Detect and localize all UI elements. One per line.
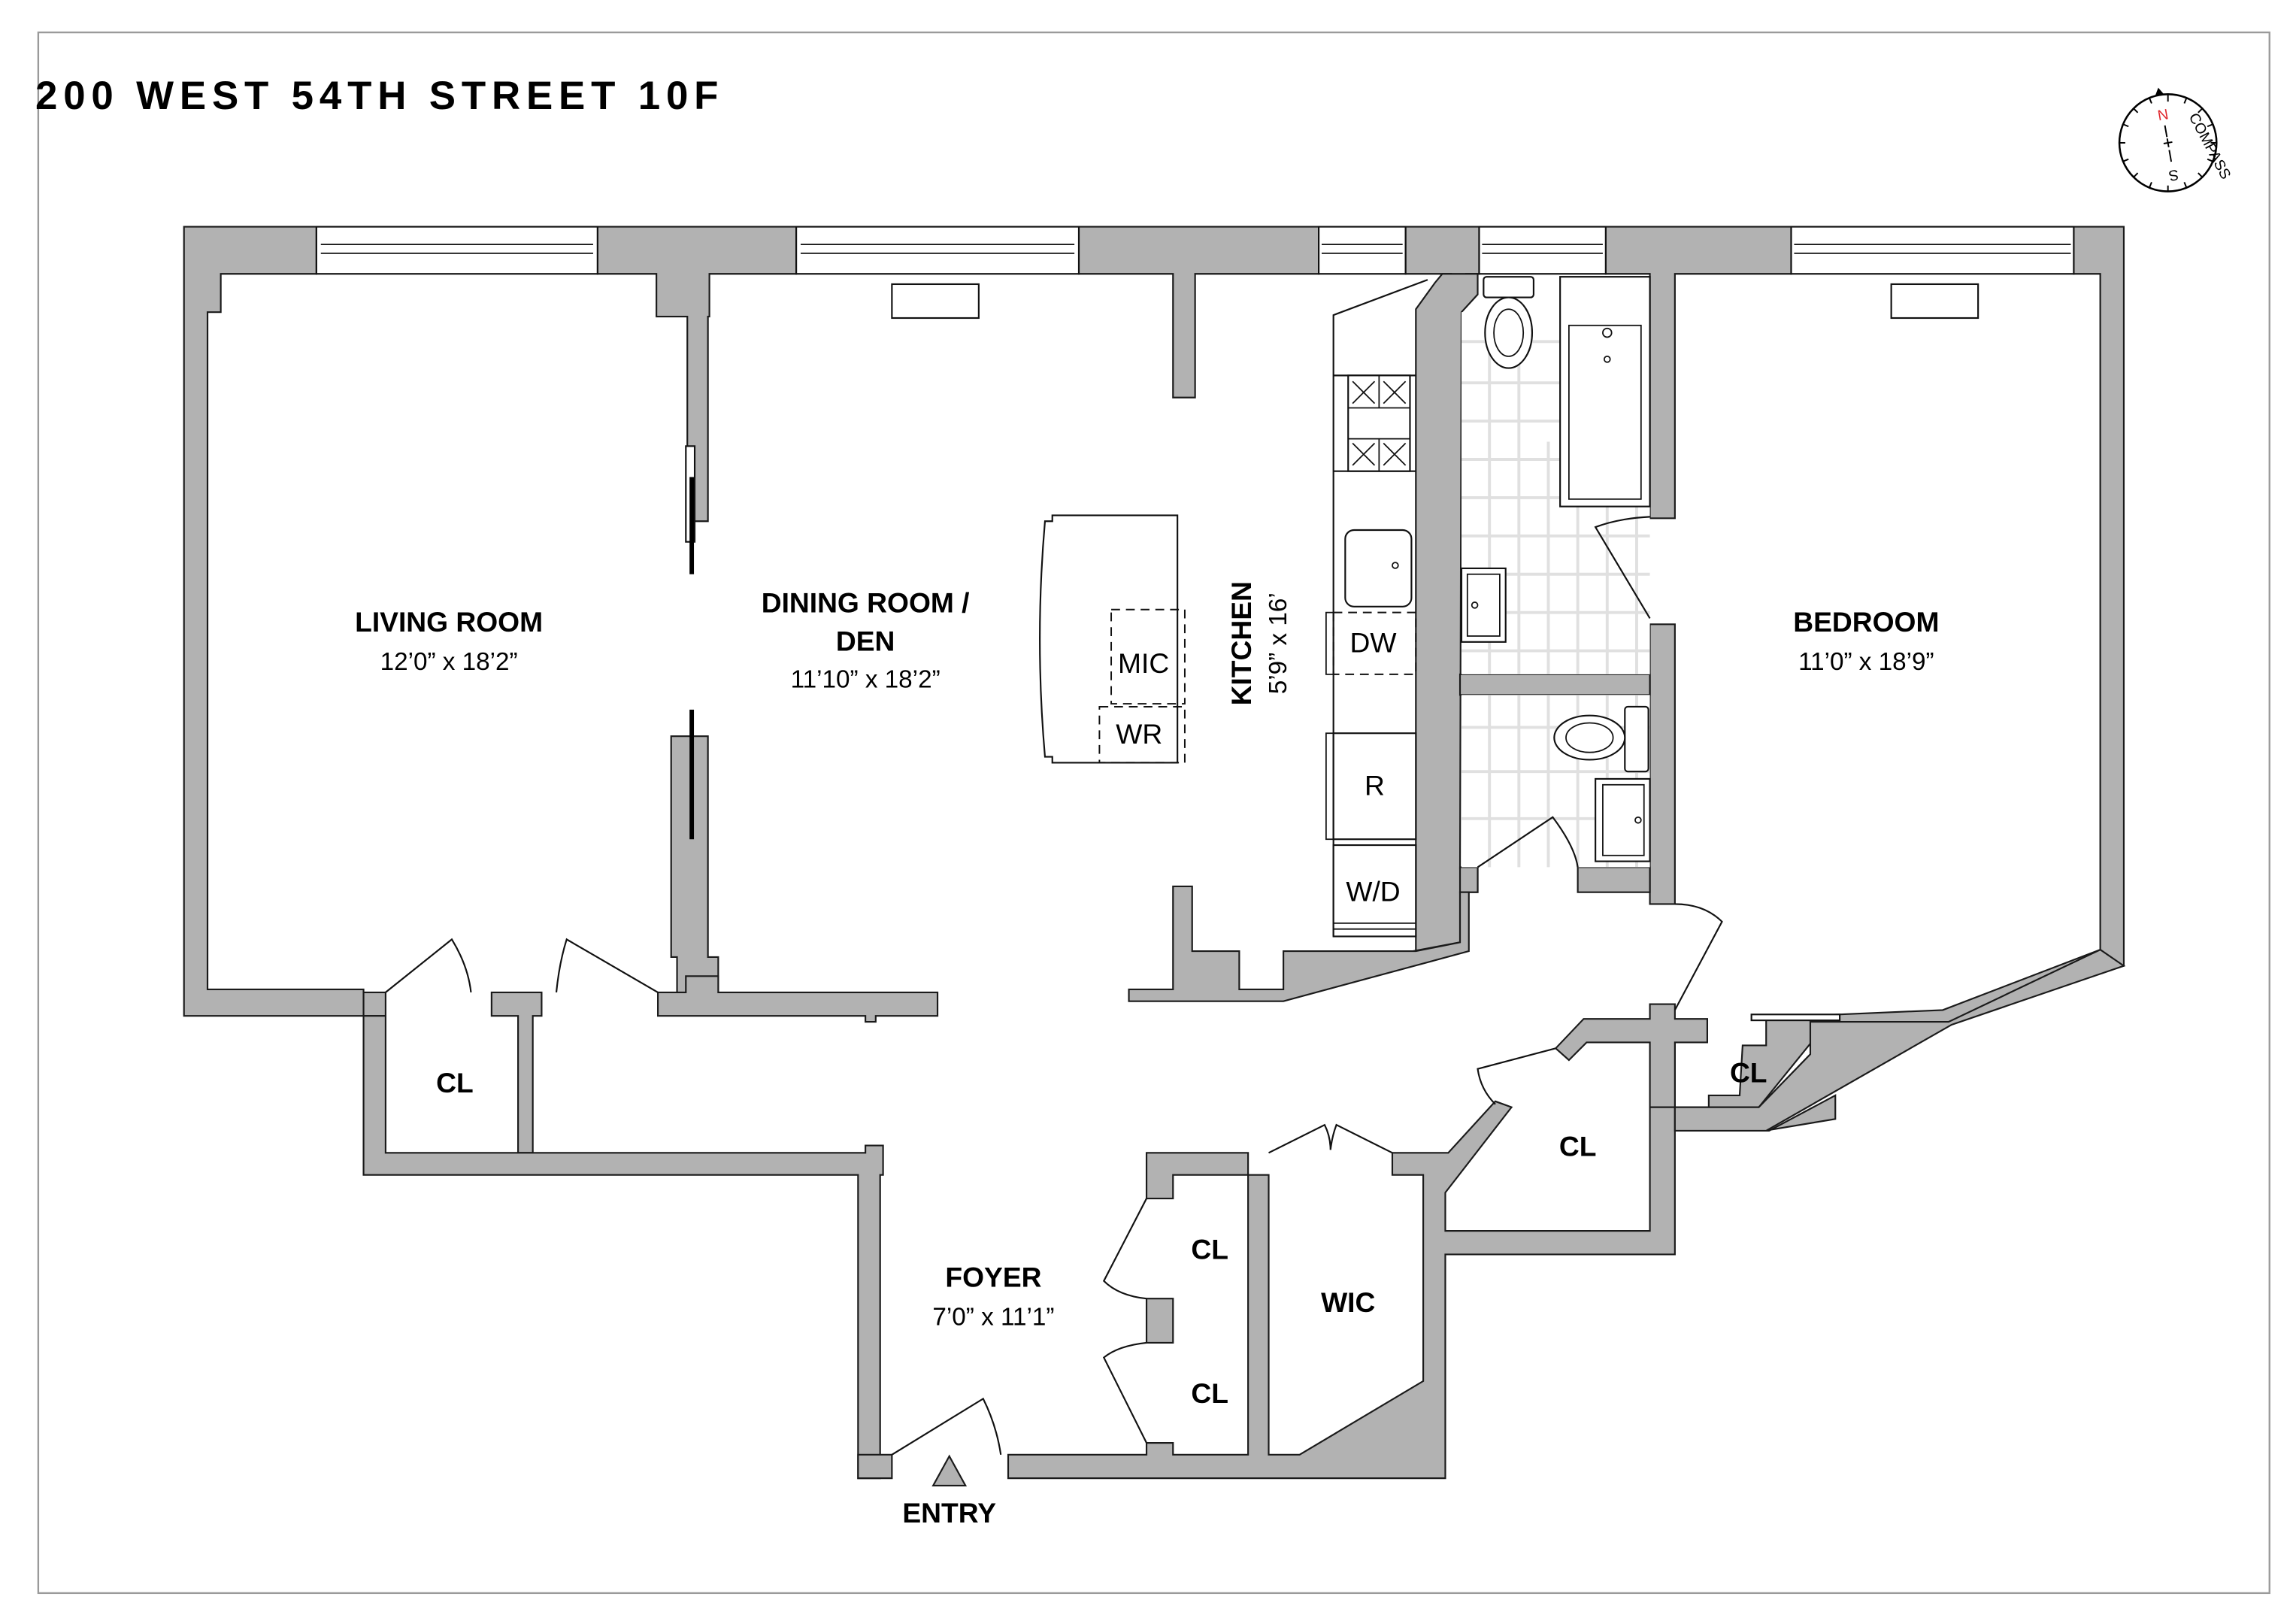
dining-room-name-1: DINING ROOM / — [762, 587, 970, 619]
bathtub-icon — [1559, 276, 1651, 508]
bedroom-name: BEDROOM — [1793, 606, 1939, 638]
washer-dryer — [1332, 844, 1417, 938]
closet-label: CL — [1559, 1130, 1597, 1162]
bath-door-swing — [1594, 516, 1651, 620]
radiator — [891, 283, 980, 320]
microwave-label: MIC — [1118, 647, 1169, 679]
closet-label: CL — [1191, 1233, 1228, 1265]
sink-icon — [1460, 567, 1507, 643]
bath-door-swing — [1477, 816, 1579, 868]
sink-icon — [1595, 777, 1651, 862]
kitchen-island: MIC WR — [1039, 514, 1186, 764]
kitchen-sink-icon — [1344, 529, 1413, 607]
closet-label: CL — [436, 1067, 474, 1098]
walls — [183, 226, 2126, 1480]
walk-in-closet-label: WIC — [1321, 1286, 1375, 1318]
toilet-icon — [1553, 705, 1649, 773]
closet-label: CL — [1191, 1377, 1228, 1409]
stove-icon — [1347, 374, 1411, 472]
living-room-name: LIVING ROOM — [355, 606, 543, 638]
wine-refrigerator-label: WR — [1116, 718, 1162, 750]
property-title: 200 WEST 54TH STREET 10F — [35, 74, 724, 118]
dining-room-name-2: DEN — [836, 626, 895, 657]
radiator — [1890, 283, 1979, 320]
bedroom-dims: 11’0” x 18’9” — [1798, 648, 1934, 676]
closet-label: CL — [1730, 1056, 1767, 1088]
foyer-name: FOYER — [945, 1262, 1041, 1293]
entry-label: ENTRY — [902, 1497, 996, 1529]
compass-south: S — [2167, 166, 2180, 184]
radiator — [1750, 1013, 1841, 1022]
kitchen-name: KITCHEN — [1225, 581, 1257, 705]
page-frame — [37, 31, 2270, 1595]
compass-icon: N S COMPASS — [2118, 87, 2234, 192]
kitchen-dims: 5’9” x 16’ — [1265, 592, 1292, 694]
toilet-icon — [1483, 276, 1534, 369]
dining-room-dims: 11’10” x 18’2” — [791, 666, 941, 694]
doors — [385, 903, 1723, 1456]
dishwasher-label: DW — [1350, 627, 1397, 659]
kitchen-counter: DW R W/D — [1325, 279, 1428, 938]
entry-arrow-icon — [931, 1454, 968, 1486]
living-room-dims: 12’0” x 18’2” — [380, 648, 518, 676]
windows — [315, 226, 2075, 275]
compass-label: COMPASS — [2185, 111, 2234, 182]
washer-dryer-label: W/D — [1346, 875, 1400, 907]
foyer-dims: 7’0” x 11’1” — [932, 1303, 1054, 1331]
compass-north: N — [2156, 106, 2170, 124]
refrigerator — [1332, 732, 1417, 841]
refrigerator-label: R — [1365, 769, 1385, 801]
